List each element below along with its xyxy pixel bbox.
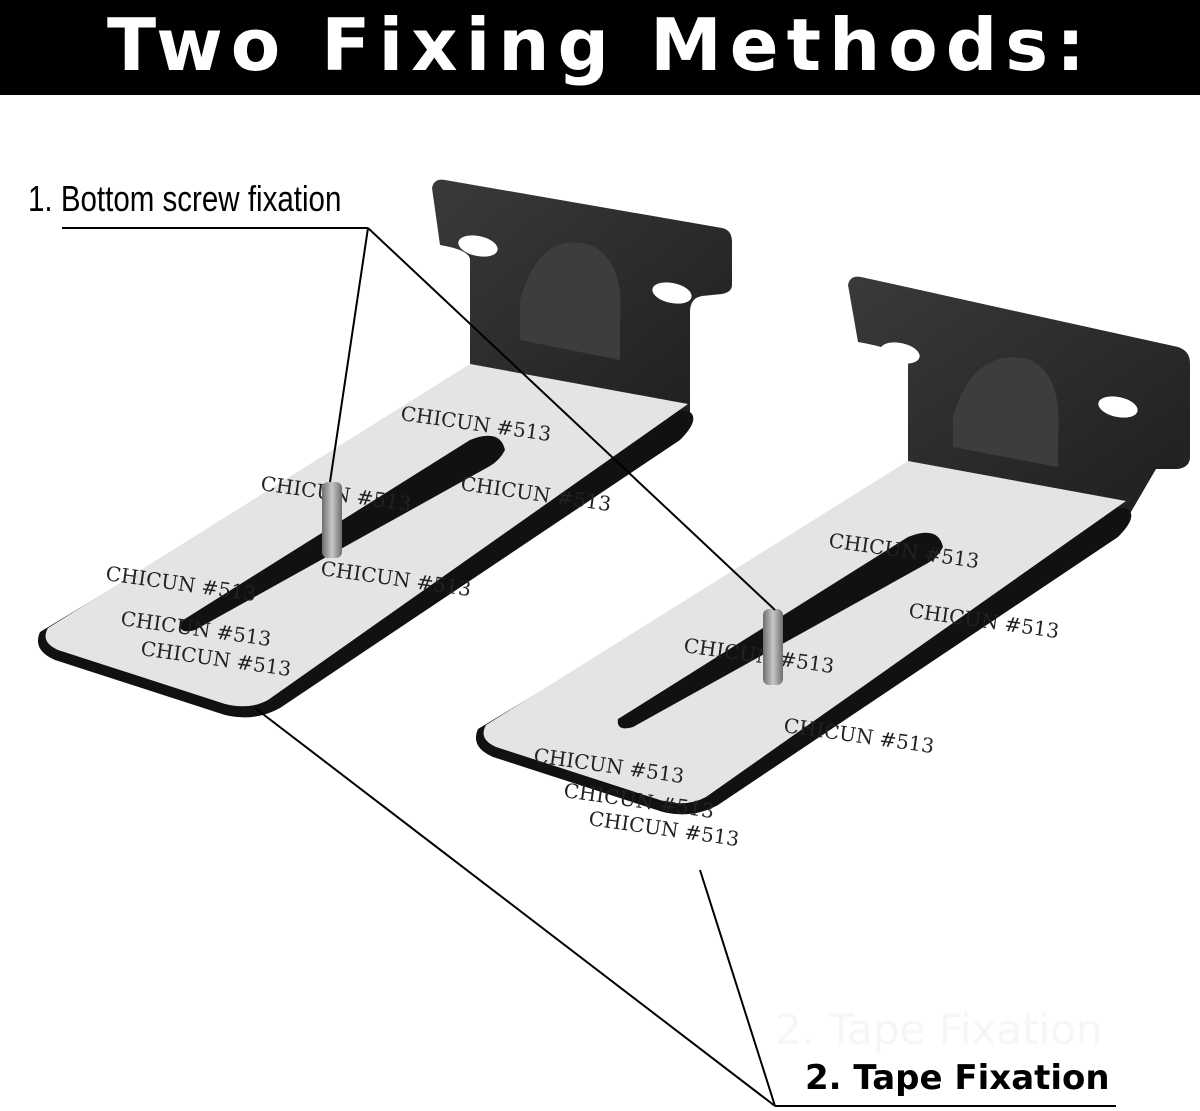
svg-text:CHICUN #513: CHICUN #513 bbox=[782, 713, 935, 758]
tape-watermark: 2. Tape Fixation bbox=[775, 1005, 1103, 1054]
callout-lines bbox=[62, 227, 1116, 1107]
tape-fixation-label: 2. Tape Fixation bbox=[805, 1058, 1110, 1098]
left-bracket: CHICUN #513 CHICUN #513 CHICUN #513 CHIC… bbox=[37, 179, 732, 718]
screw-fixation-label: 1. Bottom screw fixation bbox=[28, 178, 342, 219]
title-banner: Two Fixing Methods: bbox=[0, 0, 1200, 95]
right-screw bbox=[763, 609, 783, 685]
right-bracket: CHICUN #513 CHICUN #513 CHICUN #513 CHIC… bbox=[475, 276, 1190, 851]
left-slot bbox=[179, 435, 505, 632]
left-screw bbox=[322, 482, 342, 558]
